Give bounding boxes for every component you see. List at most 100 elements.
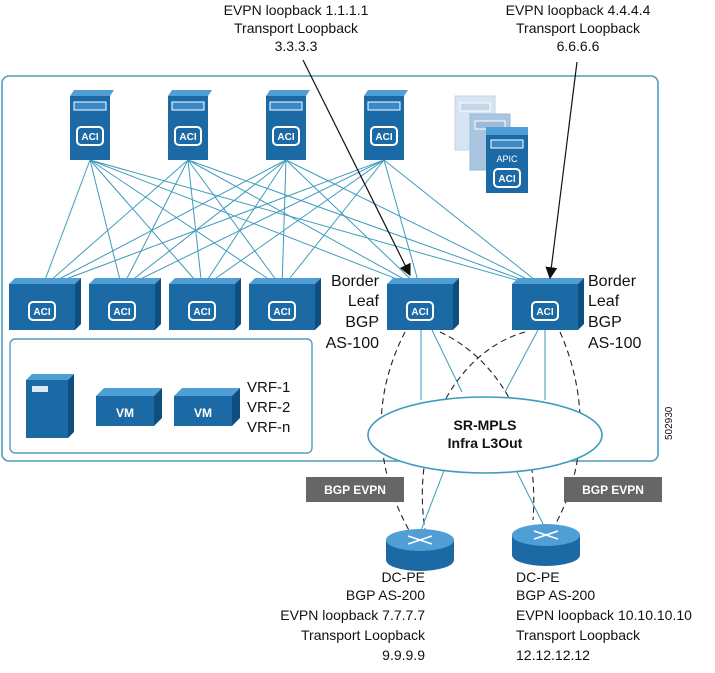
label-line: Border <box>588 273 637 290</box>
spine-switch-1: ACI <box>70 90 114 160</box>
top-label-left: EVPN loopback 1.1.1.1 Transport Loopback… <box>224 2 369 54</box>
label-line: EVPN loopback 1.1.1.1 <box>224 2 369 18</box>
label-line: Transport Loopback <box>516 627 641 643</box>
server-area-frame <box>9 338 313 454</box>
apic-label: APIC <box>496 154 518 164</box>
border-leaf-links <box>420 329 546 400</box>
spine-switch-3: ACI <box>266 90 310 160</box>
fabric-link <box>89 159 546 289</box>
label-line: Leaf <box>348 293 380 310</box>
cloud-label-line1: SR-MPLS <box>454 417 517 433</box>
vm-left: VM <box>96 388 162 426</box>
leaf-switches: ACI ACI ACI ACI ACI ACI <box>9 278 584 330</box>
spine-switches: ACI ACI ACI ACI <box>70 90 408 160</box>
fabric-link <box>285 159 421 289</box>
label-line: DC-PE <box>381 569 425 585</box>
border-leaf-switch-2: ACI <box>512 278 584 330</box>
aci-label: ACI <box>411 307 428 318</box>
label-line: EVPN loopback 7.7.7.7 <box>280 607 425 623</box>
fabric-link <box>121 159 287 289</box>
label-line: Leaf <box>588 293 620 310</box>
leaf-switch-1: ACI <box>9 278 81 330</box>
fabric-link <box>285 159 546 289</box>
aci-label: ACI <box>113 307 130 318</box>
label-line: AS-100 <box>326 335 379 352</box>
label-line: BGP AS-200 <box>346 587 425 603</box>
figure-id: 502930 <box>664 406 675 440</box>
leaf-switch-2: ACI <box>89 278 161 330</box>
aci-label: ACI <box>273 307 290 318</box>
border-leaf-switch-1: ACI <box>387 278 459 330</box>
border-leaf-label-right: Border Leaf BGP AS-100 <box>588 273 641 352</box>
fabric-link <box>121 159 385 289</box>
spine-switch-2: ACI <box>168 90 212 160</box>
aci-label: ACI <box>81 132 98 143</box>
spine-switch-4: ACI <box>364 90 408 160</box>
border-leaf-label-left: Border Leaf BGP AS-100 <box>326 273 380 352</box>
fabric-link <box>41 159 385 289</box>
cloud-pe-links <box>419 467 546 534</box>
label-line: EVPN loopback 4.4.4.4 <box>506 2 651 18</box>
vrf-label: VRF-2 <box>247 399 290 416</box>
fabric-link <box>201 159 287 289</box>
fabric-link <box>89 159 283 289</box>
vrf-label: VRF-1 <box>247 379 290 396</box>
label-line: Transport Loopback <box>516 20 641 36</box>
label-line: BGP AS-200 <box>516 587 595 603</box>
pe-label-right: DC-PE BGP AS-200 EVPN loopback 10.10.10.… <box>516 569 692 663</box>
apic-cluster: APIC <box>454 95 528 193</box>
vrf-labels: VRF-1 VRF-2 VRF-n <box>247 379 290 436</box>
bgp-evpn-label: BGP EVPN <box>324 483 386 497</box>
label-line: 6.6.6.6 <box>557 38 600 54</box>
bgp-evpn-badge-right: BGP EVPN <box>564 477 662 502</box>
label-line: BGP <box>345 314 379 331</box>
fabric-link <box>187 159 546 289</box>
aci-label: ACI <box>179 132 196 143</box>
fabric-link <box>121 159 189 289</box>
leaf-switch-4: ACI <box>249 278 321 330</box>
fabric-link <box>41 159 91 289</box>
aci-label: ACI <box>33 307 50 318</box>
vrf-label: VRF-n <box>247 419 290 436</box>
fabric-link <box>187 159 283 289</box>
label-line: 12.12.12.12 <box>516 647 590 663</box>
aci-label: ACI <box>193 307 210 318</box>
vm-label: VM <box>194 406 212 420</box>
aci-badge: ACI <box>268 301 296 321</box>
label-line: Transport Loopback <box>301 627 426 643</box>
fabric-link <box>281 159 385 289</box>
aci-badge: ACI <box>188 301 216 321</box>
fabric-link <box>201 159 385 289</box>
arrow-to-right-border-leaf <box>545 61 578 280</box>
aci-badge: ACI <box>174 126 202 146</box>
fabric-frame <box>1 75 659 462</box>
dc-pe-router-left <box>386 529 454 571</box>
fabric-link <box>89 159 123 289</box>
fabric-link <box>187 159 421 289</box>
label-line: DC-PE <box>516 569 560 585</box>
aci-badge: ACI <box>531 301 559 321</box>
aci-label: ACI <box>277 132 294 143</box>
leaf-switch-3: ACI <box>169 278 241 330</box>
arrow-to-left-border-leaf <box>302 59 411 277</box>
pe-label-left: DC-PE BGP AS-200 EVPN loopback 7.7.7.7 T… <box>280 569 426 663</box>
fabric-link <box>89 159 421 289</box>
label-line: AS-100 <box>588 335 641 352</box>
fabric-links <box>41 159 546 289</box>
fabric-link <box>89 159 203 289</box>
aci-badge: ACI <box>108 301 136 321</box>
aci-label: ACI <box>536 307 553 318</box>
label-line: Border <box>331 273 380 290</box>
sr-mpls-cloud: SR-MPLS Infra L3Out <box>367 396 603 474</box>
dc-pe-router-right <box>512 524 580 566</box>
aci-badge: ACI <box>28 301 56 321</box>
bgp-evpn-badge-left: BGP EVPN <box>306 477 404 502</box>
fabric-link <box>41 159 189 289</box>
fabric-link <box>41 159 287 289</box>
fabric-link <box>187 159 203 289</box>
fabric-link <box>383 159 421 289</box>
top-label-right: EVPN loopback 4.4.4.4 Transport Loopback… <box>506 2 651 54</box>
label-line: 3.3.3.3 <box>275 38 318 54</box>
aci-badge: ACI <box>370 126 398 146</box>
